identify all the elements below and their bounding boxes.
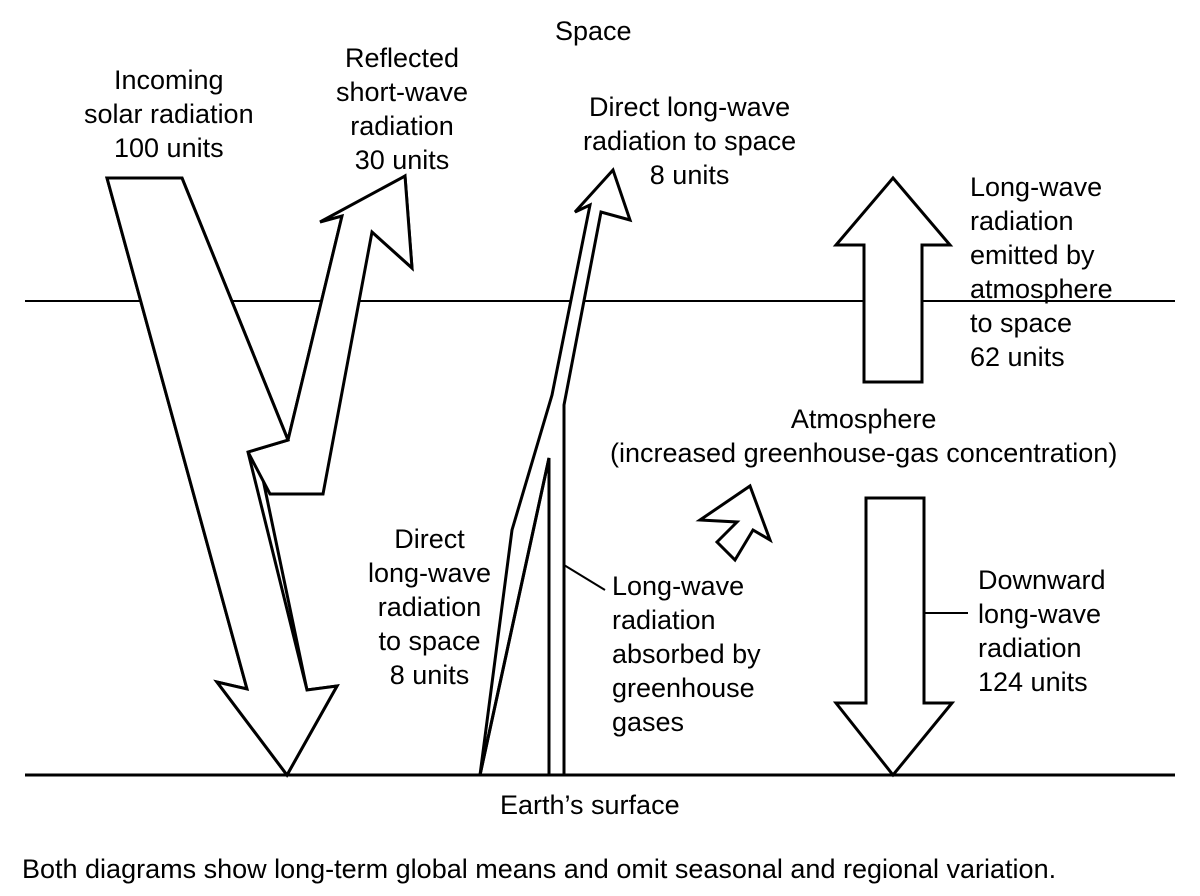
absorbed-longwave-arrow: [695, 483, 773, 563]
space-label: Space: [555, 16, 632, 46]
direct-longwave-bottom-label: Direct long-wave radiation to space 8 un…: [368, 524, 492, 690]
direct-longwave-arrow: [478, 167, 633, 777]
earth-surface-label: Earth’s surface: [500, 790, 680, 820]
emitted-longwave-label: Long-wave radiation emitted by atmospher…: [970, 172, 1113, 372]
incoming-solar-shaft: [105, 176, 340, 778]
reflected-shortwave-label: Reflected short-wave radiation 30 units: [336, 43, 469, 175]
emitted-longwave-up-arrow: [832, 175, 954, 384]
diagram-caption: Both diagrams show long-term global mean…: [22, 854, 1057, 884]
atmosphere-label: Atmosphere (increased greenhouse-gas con…: [610, 404, 1118, 468]
direct-longwave-inner-left: [478, 457, 551, 776]
downward-longwave-label: Downward long-wave radiation 124 units: [978, 565, 1106, 697]
absorbed-leader-line: [563, 564, 606, 591]
downward-longwave-arrow: [832, 496, 956, 778]
reflected-shortwave-arrow: [245, 173, 414, 496]
direct-longwave-top-label: Direct long-wave radiation to space 8 un…: [583, 92, 797, 190]
incoming-solar-label: Incoming solar radiation 100 units: [84, 65, 254, 163]
absorbed-longwave-label: Long-wave radiation absorbed by greenhou…: [612, 571, 761, 737]
